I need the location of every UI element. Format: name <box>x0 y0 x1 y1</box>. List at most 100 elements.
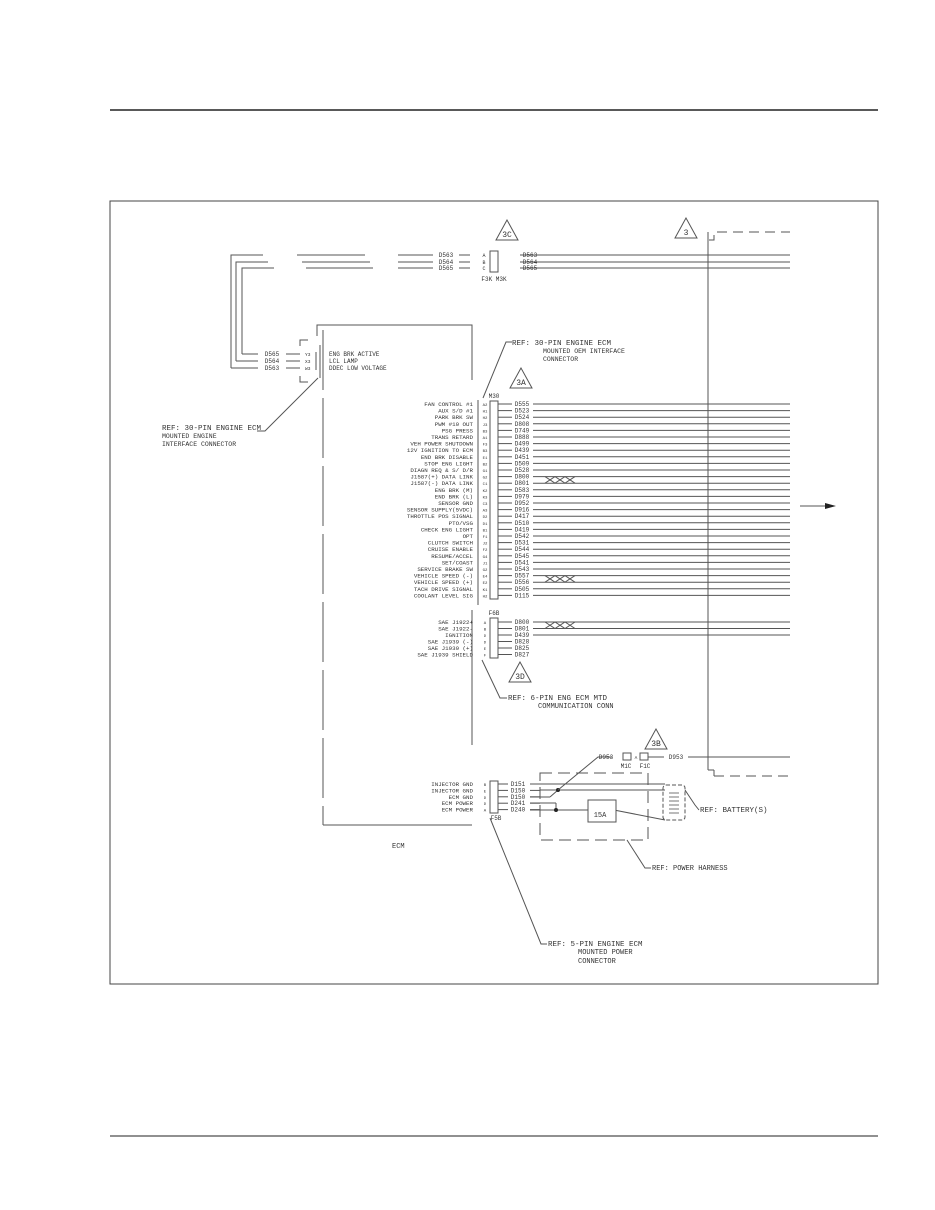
pin-label: J1 <box>483 562 488 566</box>
twisted-pair <box>544 476 576 484</box>
connector-body <box>639 752 649 761</box>
signal-label: CRUISE ENABLE <box>428 546 474 553</box>
connector-label: F1C <box>640 763 651 770</box>
signal-label: DDEC LOW VOLTAGE <box>329 365 387 372</box>
wire-id: D505 <box>515 586 530 593</box>
wire-id: D800 <box>515 619 530 626</box>
wire-id: D749 <box>515 427 530 434</box>
signal-label: SAE J1922- <box>438 626 473 633</box>
signal-label: SAE J1939 (+) <box>428 645 473 652</box>
wire-id: D544 <box>515 546 530 553</box>
pin-label: B <box>482 260 485 266</box>
pin-label: C1 <box>483 483 488 487</box>
signal-label: INJECTOR GND <box>431 781 473 788</box>
connector-label: F3K M3K <box>481 276 507 283</box>
signal-label: SAE J1939 SHIELD <box>417 652 473 659</box>
signal-label: PWM #10 OUT <box>435 421 474 428</box>
wire-id: D150 <box>511 794 526 801</box>
signal-label: SENSOR SUPPLY(5VDC) <box>407 507 473 514</box>
wire-id: D451 <box>515 454 530 461</box>
twisted-pair <box>544 621 576 630</box>
pin-label: A <box>484 622 487 626</box>
top-left-wire-3 <box>241 267 274 300</box>
wire-id: D565 <box>523 265 538 272</box>
note-triangle-label: 3 <box>684 229 689 238</box>
signal-label: SERVICE BRAKE SW <box>417 566 473 573</box>
fuse-label: 15A <box>594 812 607 820</box>
pin-label: X3 <box>305 359 311 365</box>
pin-label: C3 <box>483 503 488 507</box>
wire-id: D499 <box>515 441 530 448</box>
pin-label: D <box>484 642 487 646</box>
signal-label: CHECK ENG LIGHT <box>421 526 474 533</box>
signal-label: ECM POWER <box>442 807 474 814</box>
wire-id: D240 <box>511 807 526 814</box>
signal-label: ECM GND <box>449 794 474 801</box>
note-triangle-label: 3B <box>651 740 661 749</box>
power-harness-box <box>539 772 649 841</box>
contact <box>299 376 308 383</box>
wire-id: D545 <box>515 553 530 560</box>
signal-label: ENG BRK (M) <box>435 487 473 494</box>
note-triangle-label: 3A <box>516 379 526 388</box>
ref-label: CONNECTOR <box>578 958 617 966</box>
wire-id: D555 <box>515 401 530 408</box>
arrow-right-icon <box>825 503 836 509</box>
wire-id: D825 <box>515 645 530 652</box>
signal-label: COOLANT LEVEL SIG <box>414 592 474 599</box>
wire-id: D563 <box>265 365 280 372</box>
signal-label: 12V IGNITION TO ECM <box>407 447 474 454</box>
twisted-pair <box>544 575 576 583</box>
signal-label: TRANS RETARD <box>431 434 473 441</box>
pin-label: G2 <box>483 477 488 481</box>
leader <box>684 789 700 811</box>
pin-label: B <box>484 784 487 788</box>
pin-label: D <box>484 797 487 801</box>
note-triangle-icon <box>509 366 533 389</box>
signal-label: STOP ENG LIGHT <box>424 460 473 467</box>
pin-label: B <box>484 629 487 633</box>
wire-id: D528 <box>515 467 530 474</box>
connector-body <box>489 617 499 659</box>
wire-id: D979 <box>515 493 530 500</box>
wire-id: D557 <box>515 573 530 580</box>
wire-id: D564 <box>265 358 280 365</box>
signal-label: VEH POWER SHUTDOWN <box>410 441 473 448</box>
signal-label: VEHICLE SPEED (-) <box>414 573 473 580</box>
signal-label: CLUTCH SWITCH <box>428 540 474 547</box>
wire-id: D556 <box>515 579 530 586</box>
harness-branch-top <box>707 231 790 255</box>
pin-label: A <box>482 253 485 259</box>
wire-id: D417 <box>515 513 530 520</box>
wire-id: D888 <box>515 434 530 441</box>
diagram-frame <box>109 200 879 985</box>
signal-label: OPT <box>463 533 474 540</box>
pin-label: A <box>635 755 638 761</box>
connector-label: M30 <box>489 393 500 400</box>
wire-id: D542 <box>515 533 530 540</box>
wire-id: D524 <box>515 414 530 421</box>
ref-label: REF: 5-PIN ENGINE ECM <box>548 941 643 949</box>
ref-label: COMMUNICATION CONN <box>538 703 614 711</box>
signal-label: ENG BRK ACTIVE <box>329 351 380 358</box>
ref-label: INTERFACE CONNECTOR <box>162 441 236 448</box>
wire-id: D827 <box>515 652 530 659</box>
pin-label: B3 <box>483 430 488 434</box>
ref-label: MOUNTED OEM INTERFACE <box>543 348 625 355</box>
connector-label: F5B <box>491 815 502 822</box>
connector-body <box>489 780 499 814</box>
contact <box>299 339 308 346</box>
note-triangle-icon <box>495 218 519 241</box>
signal-label: INJECTOR GND <box>431 787 473 794</box>
signal-label: PTO/VSG <box>449 520 474 527</box>
pin-label: F <box>484 655 487 659</box>
pin-label: D <box>484 635 487 639</box>
pin-label: F3 <box>483 444 488 448</box>
pin-label: H1 <box>483 411 488 415</box>
leader <box>489 817 547 945</box>
pin-label: E <box>484 790 487 794</box>
pin-label: E2 <box>483 582 488 586</box>
signal-label: J1587(-) DATA LINK <box>410 480 473 487</box>
note-triangle-label: 3C <box>502 231 512 240</box>
